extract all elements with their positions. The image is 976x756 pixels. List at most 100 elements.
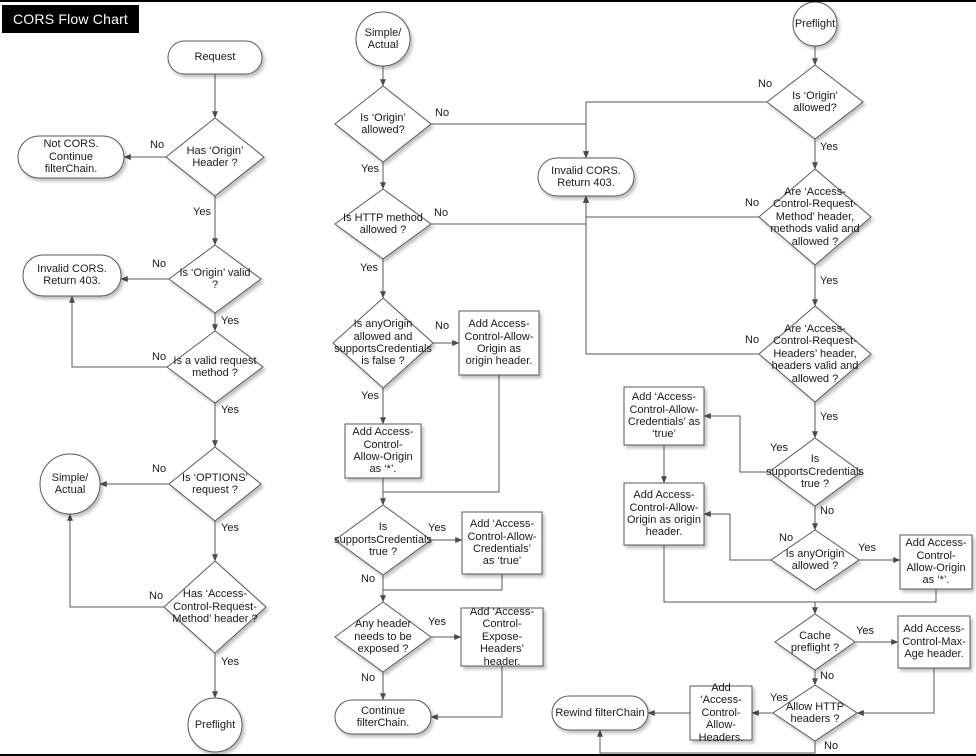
flow-edge [663,545,818,615]
flow-edge [583,195,759,355]
node-is-origin-allowed-mid: Is ‘Origin’ allowed? [360,111,406,136]
node-add-max-age: Add Access-Control-Max-Age header. [902,623,966,661]
shape-not-cors [17,135,125,179]
node-request: Request [194,50,236,63]
edge-label-no: No [152,463,167,475]
shape-are-acrh-valid [758,305,872,403]
edge-label-yes: Yes [221,315,239,327]
shape-allow-http-headers [772,684,858,742]
node-are-acrh-valid: Are ‘Access-Control-Request-Headers’ hea… [771,322,859,385]
node-cache-preflight: Cache preflight ? [790,629,840,654]
edge-label-no: No [820,505,835,517]
edge-label-no: No [435,320,450,332]
shape-is-anyorigin-credfalse [332,297,434,389]
shape-add-acao-origin-mid [458,310,540,376]
node-add-acac-true-mid: Add ‘Access-Control-Allow-Credentials’ a… [467,518,537,568]
node-preflight-left: Preflight [194,718,236,731]
node-add-acao-origin-mid: Add Access-Control-Allow-Origin as origi… [464,318,534,368]
shape-has-acrm-header [163,560,267,654]
shape-is-anyorigin-allowed [770,529,860,591]
flow-connectors [67,46,937,754]
node-allow-http-headers: Allow HTTP headers ? [785,700,845,725]
flow-edge [430,666,503,720]
node-has-acrm-header: Has ‘Access-Control-Request-Method’ head… [172,588,258,626]
node-add-acao-star-right: Add Access-Control-Allow-Origin as ‘*’. [905,537,967,587]
shape-preflight-right [792,2,838,47]
edge-label-no: No [779,532,794,544]
node-not-cors: Not CORS. Continue filterChain. [43,138,99,176]
shape-request [167,40,263,75]
edge-label-yes: Yes [221,522,239,534]
shape-preflight-left [187,697,243,753]
shape-is-http-method-allowed [334,188,432,260]
shape-add-allow-headers [689,685,753,741]
edge-label-yes: Yes [820,275,838,287]
node-add-expose-headers: Add ‘Access-Control-Expose-Headers’ head… [469,605,535,668]
shape-is-supports-cred-right [768,437,862,507]
shape-add-max-age [897,615,971,669]
edge-label-yes: Yes [770,692,788,704]
node-is-options-request: Is ‘OPTIONS’ request ? [181,471,248,496]
node-add-allow-headers: Add ‘Access-Control-Allow-Headers. [698,681,744,744]
shape-any-header-exposed [334,601,432,673]
shape-simple-actual-mid [355,11,411,67]
shape-is-origin-allowed-mid [334,85,432,163]
flow-edge [703,413,769,473]
shape-has-origin-header [165,117,265,197]
node-is-http-method-allowed: Is HTTP method allowed ? [343,211,423,236]
node-add-acao-star-mid: Add Access-Control-Allow-Origin as ‘*’. [352,426,414,476]
flow-edge [383,375,500,493]
edge-label-no: No [434,207,449,219]
flow-edge [597,729,816,754]
flow-edge [383,574,503,591]
edge-label-no: No [758,78,773,90]
shape-is-origin-valid [168,244,262,314]
edge-label-yes: Yes [428,616,446,628]
flow-edge [583,195,759,218]
node-continue-filterchain: Continue filterChain. [356,704,410,729]
shape-add-acao-star-mid [344,423,422,479]
node-simple-actual-left: Simple/ Actual [51,471,89,496]
edge-label-yes: Yes [193,206,211,218]
shape-add-acac-true-mid [461,511,543,575]
node-invalid-cors-mid: Invalid CORS. Return 403. [551,164,621,189]
edge-label-no: No [152,351,167,363]
flow-edge [431,123,589,159]
edge-label-yes: Yes [360,262,378,274]
flow-edge [583,101,767,159]
edge-label-no: No [745,197,760,209]
shape-simple-actual-left [39,453,101,515]
edge-label-no: No [149,590,164,602]
node-invalid-cors-left: Invalid CORS. Return 403. [37,262,107,287]
edge-label-yes: Yes [858,542,876,554]
shape-add-acao-star-right [899,534,973,590]
flow-edge [69,295,167,368]
node-add-acac-true-right: Add ‘Access-Control-Allow-Credentials’ a… [627,391,701,441]
edge-label-no: No [152,258,167,270]
node-are-acrm-valid: Are ‘Access-Control-Request-Method’ head… [770,185,860,248]
flow-edge [67,513,164,608]
node-simple-actual-mid: Simple/ Actual [364,26,402,51]
node-is-supports-cred-mid: Is supportsCredentials true ? [334,521,432,559]
shape-cache-preflight [774,613,856,671]
node-is-valid-method: Is a valid request method ? [173,354,257,379]
flow-edge [703,511,771,561]
edge-label-yes: Yes [361,163,379,175]
shape-add-expose-headers [460,607,544,667]
edge-label-yes: Yes [770,442,788,454]
flow-edge [431,195,589,225]
shape-continue-filterchain [334,699,432,735]
node-any-header-exposed: Any header needs to be exposed ? [354,618,412,656]
shape-is-valid-method [166,330,264,404]
shape-invalid-cors-left [22,254,122,297]
node-preflight-right: Preflight [794,17,836,30]
edge-label-no: No [824,740,839,752]
shape-add-acac-true-right [623,386,705,446]
edge-label-yes: Yes [361,390,379,402]
edge-label-yes: Yes [428,522,446,534]
node-has-origin-header: Has ‘Origin’ Header ? [186,144,244,169]
shape-is-options-request [168,446,262,522]
node-is-anyorigin-allowed: Is anyOrigin allowed ? [785,547,845,572]
